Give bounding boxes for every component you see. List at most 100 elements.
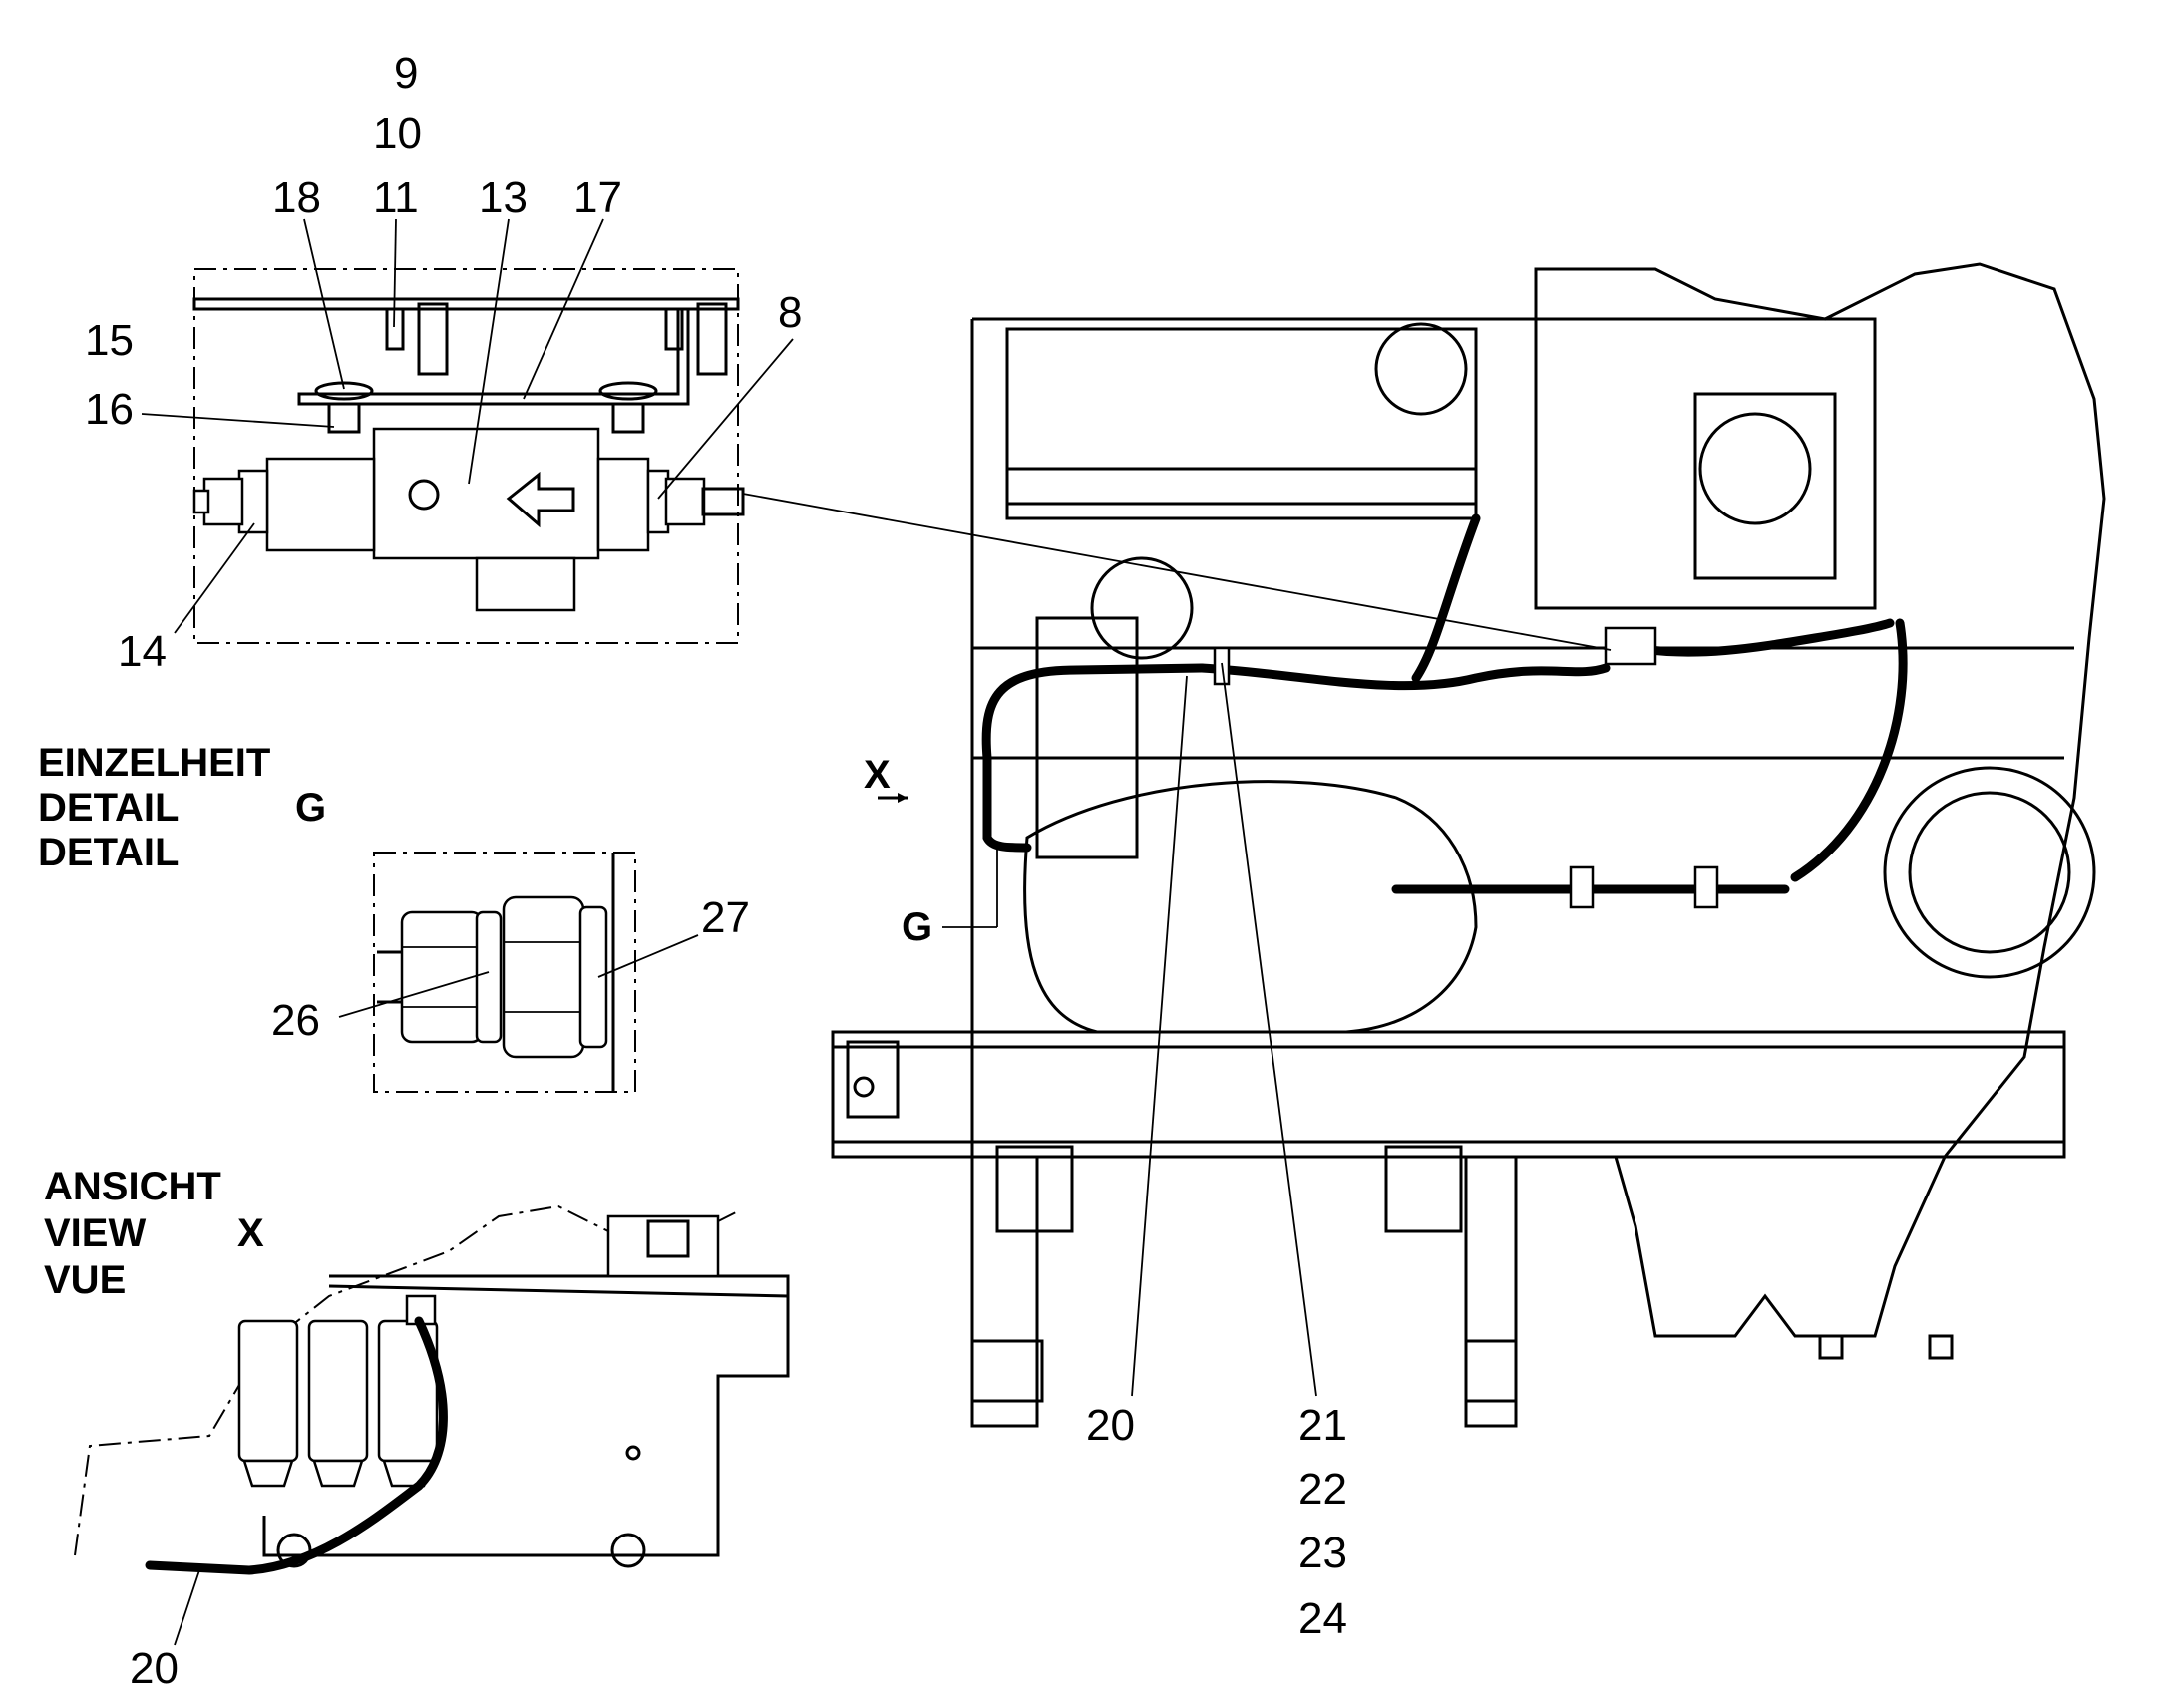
callout-24: 24 [1298, 1594, 1347, 1643]
main-assembly-view: X G 20 21 22 23 24 [742, 262, 2106, 1643]
bolt-right [664, 307, 684, 351]
heading-ansicht: ANSICHT [44, 1165, 221, 1208]
bracket-plate-1 [995, 1145, 1074, 1233]
callout-9: 9 [394, 49, 418, 98]
housing-port [1698, 412, 1812, 525]
heading-detail-letter: G [295, 786, 326, 830]
plug-small [625, 1445, 641, 1461]
fitting-8-tube [701, 487, 745, 516]
filter-canister-1 [237, 1319, 299, 1463]
fitting-detail-view: 27 26 [271, 852, 750, 1093]
filter-canister-2-base [312, 1459, 364, 1488]
valve-port [408, 479, 440, 511]
rail-end-block [846, 1040, 900, 1119]
heading-einzelheit: EINZELHEIT [38, 741, 270, 785]
heading-vue: VUE [44, 1258, 126, 1302]
hose-line-left [981, 663, 1207, 853]
callout-22: 22 [1298, 1465, 1347, 1514]
detail-g-heading: EINZELHEIT DETAIL DETAIL G [38, 741, 326, 874]
large-port-inner [1908, 791, 2071, 954]
callout-26: 26 [271, 996, 320, 1045]
valve-main-view [1604, 626, 1657, 666]
leader-8 [657, 338, 794, 500]
view-x-heading: ANSICHT VIEW VUE X [44, 1165, 264, 1302]
view-x-arrowhead [898, 793, 908, 803]
hose-line-drop [1790, 618, 1908, 882]
callout-20-view-x: 20 [130, 1644, 179, 1693]
detail-g-view: 9 10 11 18 13 17 15 16 8 14 [85, 49, 802, 676]
fitting-14-nut [237, 469, 269, 534]
pump-reservoir [1090, 556, 1194, 660]
solenoid-coil [475, 556, 576, 612]
fitting-hex-body [502, 895, 585, 1059]
leader-27 [597, 934, 699, 978]
detail-g-leader [742, 493, 1612, 651]
leader-18 [303, 218, 345, 390]
detail-g-frame [193, 268, 739, 644]
callout-16: 16 [85, 385, 134, 434]
large-port-circle [1883, 766, 2096, 979]
heading-view: VIEW [44, 1211, 146, 1255]
callout-14: 14 [118, 627, 167, 676]
filter-canister-1-base [242, 1459, 294, 1488]
bracket-plate-2 [1384, 1145, 1463, 1233]
heading-view-letter: X [237, 1211, 264, 1255]
main-crossmember [831, 1030, 2066, 1159]
leader-16 [141, 413, 335, 428]
callout-23: 23 [1298, 1529, 1347, 1577]
housing-flange [328, 1284, 789, 1298]
callout-17: 17 [573, 173, 622, 222]
valve-end-right [596, 457, 650, 552]
hose-clamp-2 [1693, 865, 1719, 909]
callout-11: 11 [373, 173, 419, 222]
leader-20-view-x [174, 1569, 200, 1646]
oval-cutout [1023, 780, 1478, 1034]
leader-11 [393, 218, 397, 328]
fitting-detail-frame [373, 852, 636, 1093]
engine-housing [1534, 317, 1877, 610]
fitting-14-body [202, 477, 244, 526]
detail-g-marker: G [902, 905, 932, 949]
fan-hub [1374, 322, 1468, 416]
foot-plate-right [1464, 1339, 1518, 1403]
fitting-14-tube [192, 489, 210, 514]
valve-block-x [606, 1214, 720, 1278]
fitting-washer-26 [475, 910, 503, 1044]
callout-15: 15 [85, 316, 134, 365]
nut-16 [327, 402, 361, 434]
mounting-plate [297, 307, 690, 406]
hose-clamp-1 [1569, 865, 1595, 909]
leader-20-main [1131, 675, 1188, 1397]
callout-21: 21 [1298, 1401, 1347, 1450]
filter-canister-2 [307, 1319, 369, 1463]
rail-hole [853, 1076, 875, 1098]
nut-right [611, 402, 645, 434]
washer-right [598, 381, 658, 401]
housing-window [1693, 392, 1837, 580]
valve-block-cap [646, 1219, 690, 1258]
fitting-washer-27 [578, 905, 608, 1049]
pump-housing-outline [262, 1274, 790, 1557]
foot-lug-2 [1928, 1334, 1954, 1360]
callout-18: 18 [272, 173, 321, 222]
callout-20-main: 20 [1086, 1401, 1135, 1450]
valve-end-left [265, 457, 376, 552]
callout-8: 8 [778, 288, 802, 337]
leader-17 [523, 218, 604, 400]
flow-arrow [506, 471, 575, 528]
hose-20-view-x [145, 1316, 448, 1575]
leader-14 [174, 522, 255, 634]
hose-line-top [1197, 663, 1611, 691]
callout-27: 27 [701, 893, 750, 942]
bracket-post-right [696, 302, 728, 376]
heading-detail-fr: DETAIL [38, 831, 179, 874]
leader-13 [468, 218, 510, 485]
fitting-8-body [664, 477, 706, 526]
callout-10: 10 [373, 109, 422, 158]
washer-18 [314, 381, 374, 401]
heading-detail-de: DETAIL [38, 786, 179, 830]
mount-hole-right [610, 1533, 646, 1568]
leg-right [1464, 1155, 1518, 1428]
leader-21 [1221, 662, 1317, 1397]
